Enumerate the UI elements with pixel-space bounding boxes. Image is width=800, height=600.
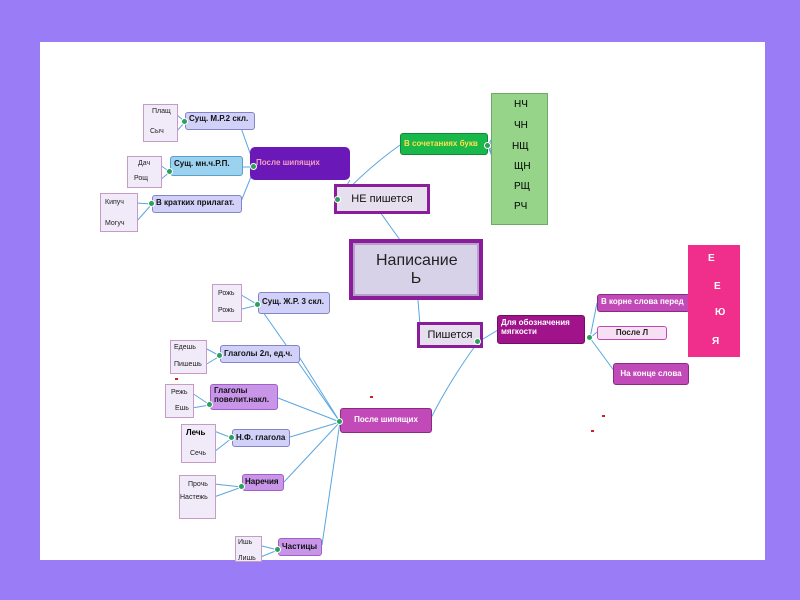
connector-dot — [274, 546, 281, 553]
in-root-node[interactable]: В корне слова перед — [597, 294, 690, 312]
ne-after-hissing-label: После шипящих — [256, 158, 320, 168]
verbs-imp-node[interactable]: Глаголы повелит.накл. — [210, 384, 278, 410]
vowel-2: Е — [714, 281, 721, 292]
ne-after-hissing-node[interactable]: После шипящих — [250, 147, 350, 180]
connector-dot — [148, 200, 155, 207]
connector-dot — [336, 418, 343, 425]
verbs2-label: Глаголы 2л, ед.ч. — [224, 349, 293, 358]
connector-dot — [254, 301, 261, 308]
short-adj-ex2: Могуч — [105, 220, 125, 227]
noun-m-node[interactable]: Сущ. М.Р.2 скл. — [185, 112, 255, 130]
particles-ex2: Лишь — [238, 555, 256, 562]
softness-label: Для обозначения мягкости — [501, 318, 570, 336]
center-title: Написание Ь — [376, 251, 458, 287]
ne-node[interactable]: НЕ пишется — [334, 184, 430, 214]
after-l-node[interactable]: После Л — [597, 326, 667, 340]
verbs-imp-label: Глаголы повелит.накл. — [214, 386, 270, 404]
inf-node[interactable]: Н.Ф. глагола — [232, 429, 290, 447]
noun-f-label: Сущ. Ж.Р. 3 скл. — [262, 297, 324, 306]
connector-dot — [484, 142, 491, 149]
vowel-1: Е — [708, 253, 715, 264]
verbs2-node[interactable]: Глаголы 2л, ед.ч. — [220, 345, 300, 363]
center-node[interactable]: Написание Ь — [349, 239, 483, 300]
stray-mark — [370, 396, 373, 398]
adverbs-label: Наречия — [245, 477, 279, 486]
inf-ex2: Сечь — [190, 450, 207, 457]
stray-mark — [602, 415, 605, 417]
inf-examples: Лечь Сечь — [181, 424, 216, 463]
vowels-box: Е Е Ю Я — [688, 245, 740, 357]
noun-pl-label: Сущ. мн.ч.Р.П. — [174, 159, 230, 168]
verbs-imp-ex1: Режь — [171, 389, 188, 396]
ne-combinations-label: В сочетаниях букв — [404, 138, 478, 148]
stray-mark — [175, 378, 178, 380]
inf-ex1: Лечь — [186, 428, 206, 437]
short-adj-node[interactable]: В кратких прилагат. — [152, 195, 242, 213]
yes-label: Пишется — [427, 328, 473, 341]
stray-mark — [591, 430, 594, 432]
noun-f-examples: Рожь Рожь — [212, 284, 242, 322]
softness-node[interactable]: Для обозначения мягкости — [497, 315, 585, 344]
inf-label: Н.Ф. глагола — [236, 433, 286, 442]
connector-dot — [250, 163, 257, 170]
ne-combinations-node[interactable]: В сочетаниях букв — [400, 133, 488, 155]
connector-dot — [181, 118, 188, 125]
particles-examples: Ишь Лишь — [235, 536, 262, 562]
particles-ex1: Ишь — [238, 539, 253, 546]
yes-after-hissing-node[interactable]: После шипящих — [340, 408, 432, 433]
in-root-label: В корне слова перед — [601, 297, 684, 306]
connector-dot — [334, 196, 341, 203]
vowel-3: Ю — [715, 307, 726, 318]
short-adj-label: В кратких прилагат. — [156, 198, 235, 207]
verbs2-ex1: Едешь — [174, 344, 196, 351]
noun-pl-ex1: Дач — [138, 160, 151, 167]
adverbs-ex1: Прочь — [188, 481, 208, 488]
connector-dot — [474, 338, 481, 345]
letter-6: РЧ — [514, 201, 528, 212]
letter-1: НЧ — [514, 99, 528, 110]
adverbs-node[interactable]: Наречия — [242, 474, 284, 491]
yes-after-hissing-label: После шипящих — [354, 415, 418, 425]
adverbs-examples: Прочь Настежь — [179, 475, 216, 519]
verbs2-examples: Едешь Пишешь — [170, 340, 207, 374]
ne-label: НЕ пишется — [351, 192, 413, 205]
letter-3: НЩ — [512, 141, 529, 152]
noun-m-ex2: Сыч — [150, 128, 164, 135]
connector-dot — [238, 483, 245, 490]
adverbs-ex2: Настежь — [180, 494, 208, 501]
particles-label: Частицы — [282, 542, 318, 551]
connector-dot — [216, 352, 223, 359]
short-adj-examples: Кипуч Могуч — [100, 193, 138, 232]
noun-m-label: Сущ. М.Р.2 скл. — [189, 114, 249, 123]
noun-pl-ex2: Рощ — [134, 175, 149, 182]
after-l-label: После Л — [615, 328, 649, 337]
noun-m-ex1: Плащ — [152, 108, 171, 115]
letter-4: ЩН — [514, 161, 531, 172]
connector-dot — [206, 401, 213, 408]
noun-f-ex2: Рожь — [218, 307, 235, 314]
particles-node[interactable]: Частицы — [278, 538, 322, 556]
end-word-label: На конце слова — [620, 368, 682, 378]
noun-pl-node[interactable]: Сущ. мн.ч.Р.П. — [170, 156, 243, 176]
yes-node[interactable]: Пишется — [417, 322, 483, 348]
letter-2: ЧН — [514, 120, 528, 131]
letter-5: РЩ — [514, 181, 531, 192]
noun-f-ex1: Рожь — [218, 290, 235, 297]
end-word-node[interactable]: На конце слова — [613, 363, 689, 385]
connector-dot — [586, 334, 593, 341]
verbs-imp-examples: Режь Ешь — [165, 384, 194, 418]
verbs-imp-ex2: Ешь — [175, 405, 189, 412]
vowel-4: Я — [712, 336, 720, 347]
noun-m-examples: Плащ Сыч — [143, 104, 178, 142]
connector-dot — [228, 434, 235, 441]
short-adj-ex1: Кипуч — [105, 199, 124, 206]
noun-pl-examples: Дач Рощ — [127, 156, 162, 188]
noun-f-node[interactable]: Сущ. Ж.Р. 3 скл. — [258, 292, 330, 314]
verbs2-ex2: Пишешь — [174, 361, 202, 368]
connector-dot — [166, 168, 173, 175]
letters-box: НЧ ЧН НЩ ЩН РЩ РЧ — [491, 93, 548, 225]
